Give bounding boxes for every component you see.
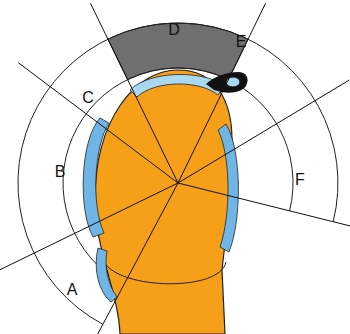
anterior-labrum: [218, 124, 238, 252]
division-line: [178, 80, 349, 183]
inferior-labrum: [96, 248, 117, 302]
humeral-head: [95, 70, 232, 334]
zone-letter: C: [82, 90, 94, 106]
zone-letter: E: [236, 34, 247, 50]
division-lines: [0, 3, 350, 334]
division-line: [178, 3, 266, 183]
zone-letter: B: [55, 164, 66, 180]
zone-letter: A: [67, 282, 78, 298]
division-line: [90, 3, 178, 183]
division-line: [18, 63, 178, 183]
division-line: [178, 183, 350, 231]
zone-letter: D: [168, 22, 180, 38]
zone-letter: F: [295, 172, 305, 188]
division-line: [0, 183, 178, 271]
head-contour: [104, 262, 226, 284]
biceps-tendon: [226, 77, 240, 87]
posterior-labrum: [83, 118, 109, 237]
